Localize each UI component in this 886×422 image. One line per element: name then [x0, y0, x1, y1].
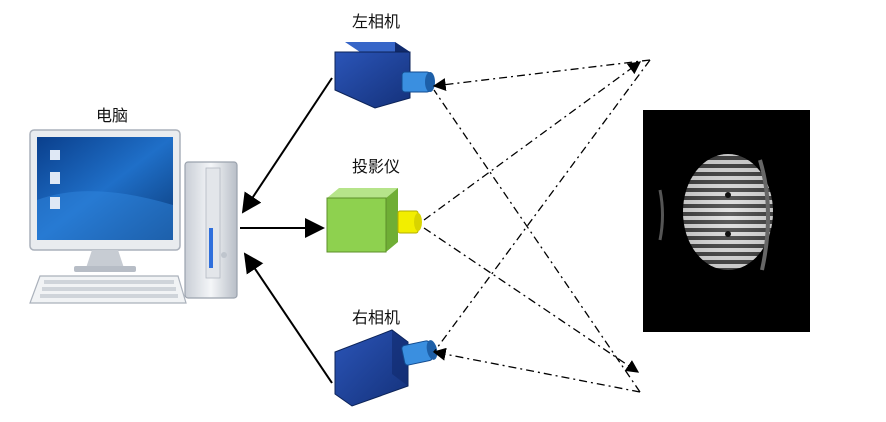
left-camera-icon: [334, 42, 435, 109]
computer-icon: [29, 129, 238, 304]
striped-object-image: [643, 110, 810, 332]
right-camera-ray-top: [433, 59, 651, 353]
arrow-right-camera-to-computer: [243, 252, 333, 384]
left-camera-label: 左相机: [352, 12, 400, 31]
projector-icon: [326, 188, 422, 253]
projector-ray-top: [423, 61, 642, 221]
projector-ray-bottom: [423, 227, 640, 373]
right-camera-label: 右相机: [352, 308, 400, 327]
optical-rays: [423, 59, 651, 393]
right-camera-icon: [334, 329, 438, 407]
left-camera-ray-top: [432, 59, 651, 92]
computer-label: 电脑: [96, 106, 128, 125]
left-camera-ray-bottom: [433, 89, 641, 393]
right-camera-ray-bottom: [432, 347, 641, 393]
arrow-left-camera-to-computer: [241, 77, 333, 214]
projector-label: 投影仪: [352, 157, 400, 176]
